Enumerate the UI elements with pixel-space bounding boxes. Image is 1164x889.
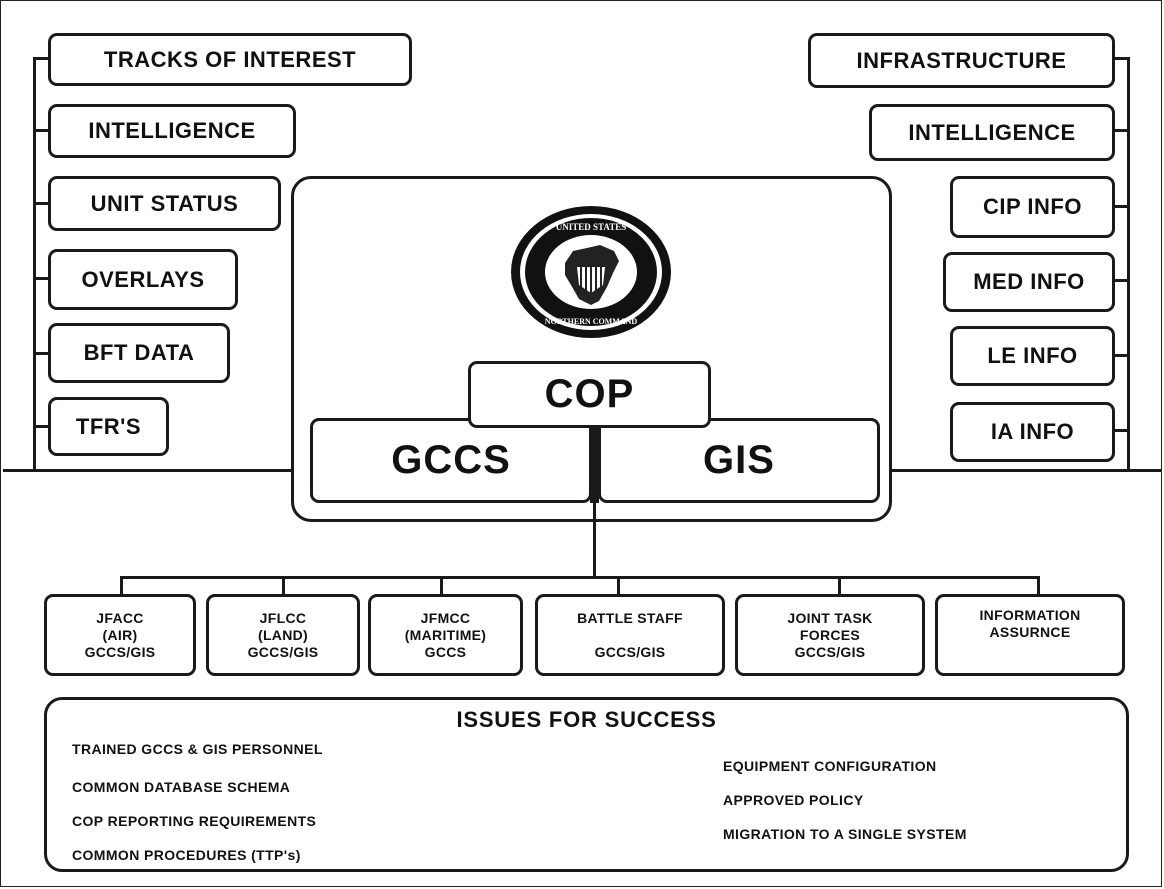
center-to-components-trunk — [593, 503, 596, 578]
right-bracket-connector — [1114, 129, 1130, 132]
issue-left-item: COMMON PROCEDURES (TTP's) — [72, 847, 301, 863]
right-bracket-connector — [1114, 279, 1130, 282]
left-item-tfrs: TFR'S — [48, 397, 169, 456]
right-item-intelligence: INTELLIGENCE — [869, 104, 1115, 161]
issue-left-item: COP REPORTING REQUIREMENTS — [72, 813, 317, 829]
component-drop — [617, 576, 620, 596]
issue-left-item: TRAINED GCCS & GIS PERSONNEL — [72, 741, 323, 757]
component-jflcc: JFLCC (LAND) GCCS/GIS — [206, 594, 360, 676]
issue-right-item: MIGRATION TO A SINGLE SYSTEM — [723, 826, 967, 842]
left-bracket-connector — [33, 129, 49, 132]
right-item-le-info: LE INFO — [950, 326, 1115, 386]
right-item-infrastructure: INFRASTRUCTURE — [808, 33, 1115, 88]
gccs-gis-divider — [590, 418, 599, 503]
left-bracket-connector — [33, 277, 49, 280]
right-to-center-connector — [877, 469, 1161, 472]
component-battle-staff: BATTLE STAFF GCCS/GIS — [535, 594, 725, 676]
left-bracket-connector — [33, 57, 49, 60]
component-drop — [1037, 576, 1040, 596]
left-item-tracks-of-interest: TRACKS OF INTEREST — [48, 33, 412, 86]
component-drop — [440, 576, 443, 596]
left-bracket-connector — [33, 202, 49, 205]
cop-box: COP — [468, 361, 711, 428]
right-bracket-vertical — [1127, 57, 1130, 471]
component-drop — [120, 576, 123, 596]
component-joint-task-forces: JOINT TASK FORCES GCCS/GIS — [735, 594, 925, 676]
right-item-med-info: MED INFO — [943, 252, 1115, 312]
component-drop — [838, 576, 841, 596]
gis-box: GIS — [598, 418, 880, 503]
component-jfacc: JFACC (AIR) GCCS/GIS — [44, 594, 196, 676]
component-drop — [282, 576, 285, 596]
issue-right-item: APPROVED POLICY — [723, 792, 864, 808]
left-bracket-vertical — [33, 57, 36, 471]
right-bracket-connector — [1114, 205, 1130, 208]
components-crossbar — [120, 576, 1040, 579]
gccs-box: GCCS — [310, 418, 592, 503]
left-bracket-connector — [33, 352, 49, 355]
right-item-cip-info: CIP INFO — [950, 176, 1115, 238]
issue-left-item: COMMON DATABASE SCHEMA — [72, 779, 291, 795]
seal-text-top: UNITED STATES — [556, 222, 626, 232]
left-item-bft-data: BFT DATA — [48, 323, 230, 383]
left-to-center-connector — [3, 469, 313, 472]
left-bracket-connector — [33, 425, 49, 428]
issue-right-item: EQUIPMENT CONFIGURATION — [723, 758, 937, 774]
right-bracket-connector — [1114, 57, 1130, 60]
northcom-seal: UNITED STATES NORTHERN COMMAND — [511, 206, 671, 338]
right-item-ia-info: IA INFO — [950, 402, 1115, 462]
issues-title: ISSUES FOR SUCCESS — [456, 707, 717, 732]
seal-text-bottom: NORTHERN COMMAND — [545, 317, 638, 326]
left-item-unit-status: UNIT STATUS — [48, 176, 281, 231]
component-jfmcc: JFMCC (MARITIME) GCCS — [368, 594, 523, 676]
right-bracket-connector — [1114, 429, 1130, 432]
right-bracket-connector — [1114, 354, 1130, 357]
issues-panel — [44, 697, 1129, 872]
left-item-intelligence: INTELLIGENCE — [48, 104, 296, 158]
component-information-assurance: INFORMATION ASSURNCE — [935, 594, 1125, 676]
left-item-overlays: OVERLAYS — [48, 249, 238, 310]
